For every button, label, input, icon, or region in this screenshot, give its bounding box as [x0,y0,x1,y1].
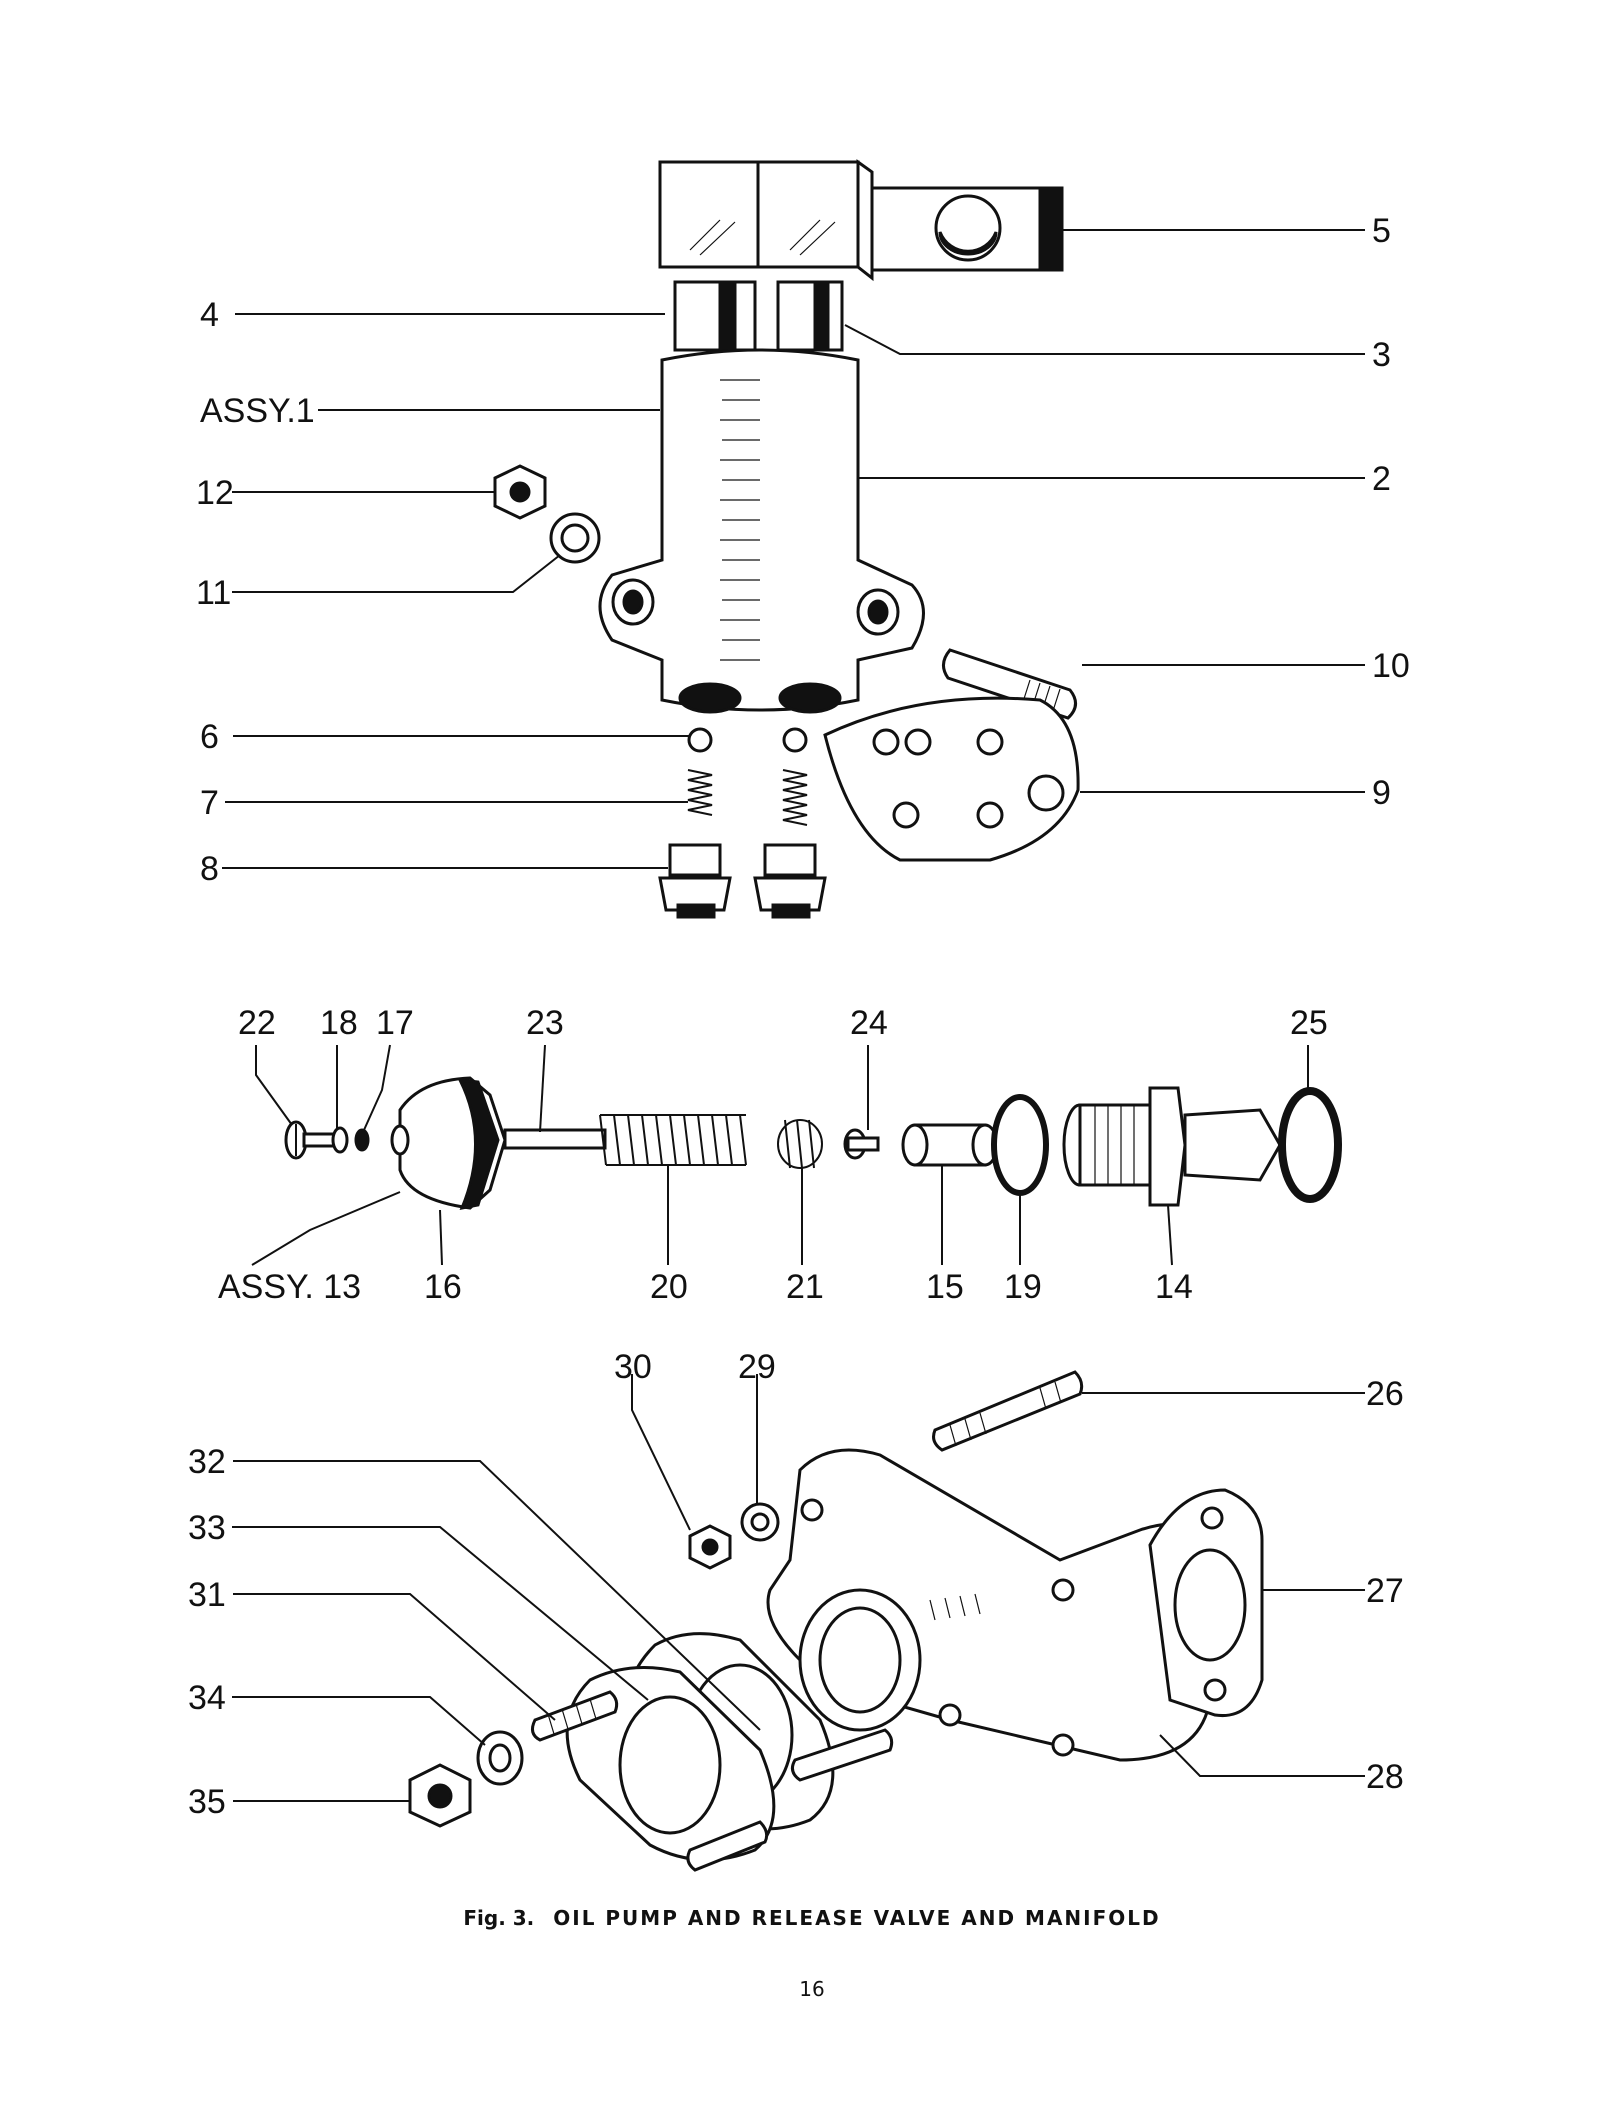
callout-5: 5 [1372,212,1391,250]
callout-34: 34 [188,1679,226,1717]
washer-11 [549,512,601,564]
stud-31 [530,1690,894,1872]
washer-34 [476,1730,524,1786]
callout-4: 4 [200,296,219,334]
stud-26 [932,1370,1084,1452]
spring-7 [687,769,808,826]
callout-2: 2 [1372,460,1391,498]
figure-caption: Fig. 3. OIL PUMP AND RELEASE VALVE AND M… [0,1906,1624,1930]
callout-30: 30 [614,1348,652,1386]
valve-body-14 [1062,1086,1282,1207]
coupling-block-5 [870,186,1064,272]
callout-3: 3 [1372,336,1391,374]
manifold-assembly [408,1370,1264,1872]
flange-33 [565,1666,776,1862]
callout-35: 35 [188,1783,226,1821]
pump-spindles [673,280,844,352]
callout-14: 14 [1155,1268,1193,1306]
washer-18 [331,1126,349,1154]
nut-30 [688,1524,732,1570]
callout-23: 23 [526,1004,564,1042]
callout-19: 19 [1004,1268,1042,1306]
nut-12 [493,464,547,520]
nut-17 [354,1128,370,1152]
callout-12: 12 [196,474,234,512]
spring-21 [777,1119,823,1169]
callout-11: 11 [196,574,232,612]
callout-8: 8 [200,850,219,888]
callout-31: 31 [188,1576,226,1614]
callout-29: 29 [738,1348,776,1386]
page-number: 16 [799,1977,825,2001]
callout-26: 26 [1366,1375,1404,1413]
cap-nut-16 [390,1076,507,1210]
callout-9: 9 [1372,774,1391,812]
callout-33: 33 [188,1509,226,1547]
callout-18: 18 [320,1004,358,1042]
callout-17: 17 [376,1004,414,1042]
callout-15: 15 [926,1268,964,1306]
sleeve-15 [901,1123,999,1167]
callout-7: 7 [200,784,219,822]
pump-drive-blocks [658,159,874,282]
callout-10: 10 [1372,647,1410,685]
valve-24 [843,1128,880,1160]
callout-25: 25 [1290,1004,1328,1042]
valve-stem-23 [503,1128,607,1150]
washer-19 [991,1094,1049,1196]
callout-20: 20 [650,1268,688,1306]
gasket-27 [1148,1488,1264,1718]
callout-6: 6 [200,718,219,756]
spring-20 [599,1114,747,1166]
washer-29 [740,1502,780,1542]
callout-32: 32 [188,1443,226,1481]
pump-body-2 [598,348,925,714]
ball-6 [687,727,808,753]
figure-title: OIL PUMP AND RELEASE VALVE AND MANIFOLD [553,1906,1161,1930]
plug-8 [658,843,827,919]
figure-number: Fig. 3. [463,1906,535,1930]
nut-35 [408,1763,472,1828]
callout-28: 28 [1366,1758,1404,1796]
callout-21: 21 [786,1268,824,1306]
washer-25 [1278,1087,1342,1203]
callout-27: 27 [1366,1572,1404,1610]
release-valve-assembly [284,1076,1342,1210]
leader-lines [222,229,1365,1802]
callout-16: 16 [424,1268,462,1306]
gasket-9 [823,696,1080,862]
manifold-28 [766,1448,1212,1762]
callout-22: 22 [238,1004,276,1042]
callout-assy-1: ASSY.1 [200,392,315,430]
oil-pump-assembly [493,159,1080,919]
callout-assy-13: ASSY. 13 [218,1268,362,1306]
callout-24: 24 [850,1004,888,1042]
